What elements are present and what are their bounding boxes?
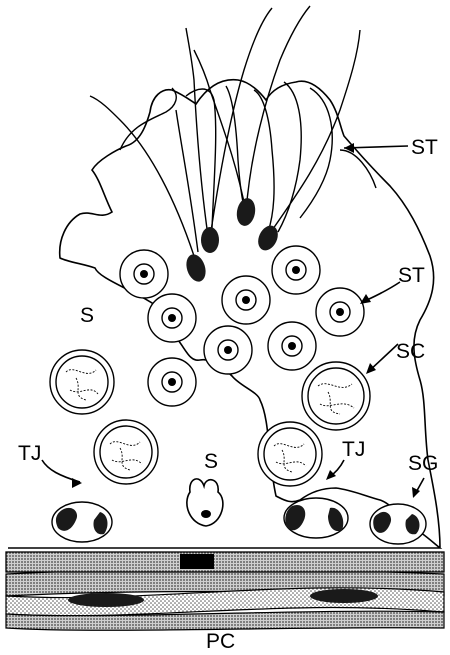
spermatid-heads (183, 197, 282, 284)
label-bl: BL (190, 555, 205, 569)
label-sc: SC (396, 340, 425, 363)
spermatogonia (52, 498, 426, 544)
basal-lamina: BL (6, 552, 444, 572)
label-sg: SG (408, 452, 438, 475)
label-tj-left: TJ (18, 442, 41, 465)
label-s-center: S (204, 450, 218, 473)
label-tj-right: TJ (342, 438, 365, 461)
sertoli-nucleus (187, 479, 223, 526)
peritubular-layers (6, 570, 444, 631)
spermatid-head (201, 227, 219, 253)
label-s-left: S (80, 304, 94, 327)
label-pc: PC (206, 630, 235, 653)
spermatid-cytoplasm-lobes (120, 82, 376, 252)
peritubular-cell-nucleus (310, 589, 378, 603)
spermatid-head (183, 252, 209, 284)
label-st-upper: ST (411, 136, 438, 159)
spermatid-head (235, 197, 258, 228)
sertoli-cell (8, 80, 440, 548)
label-st-lower: ST (398, 264, 425, 287)
spermatid-head (254, 222, 281, 253)
peritubular-cell-nucleus (68, 593, 144, 607)
